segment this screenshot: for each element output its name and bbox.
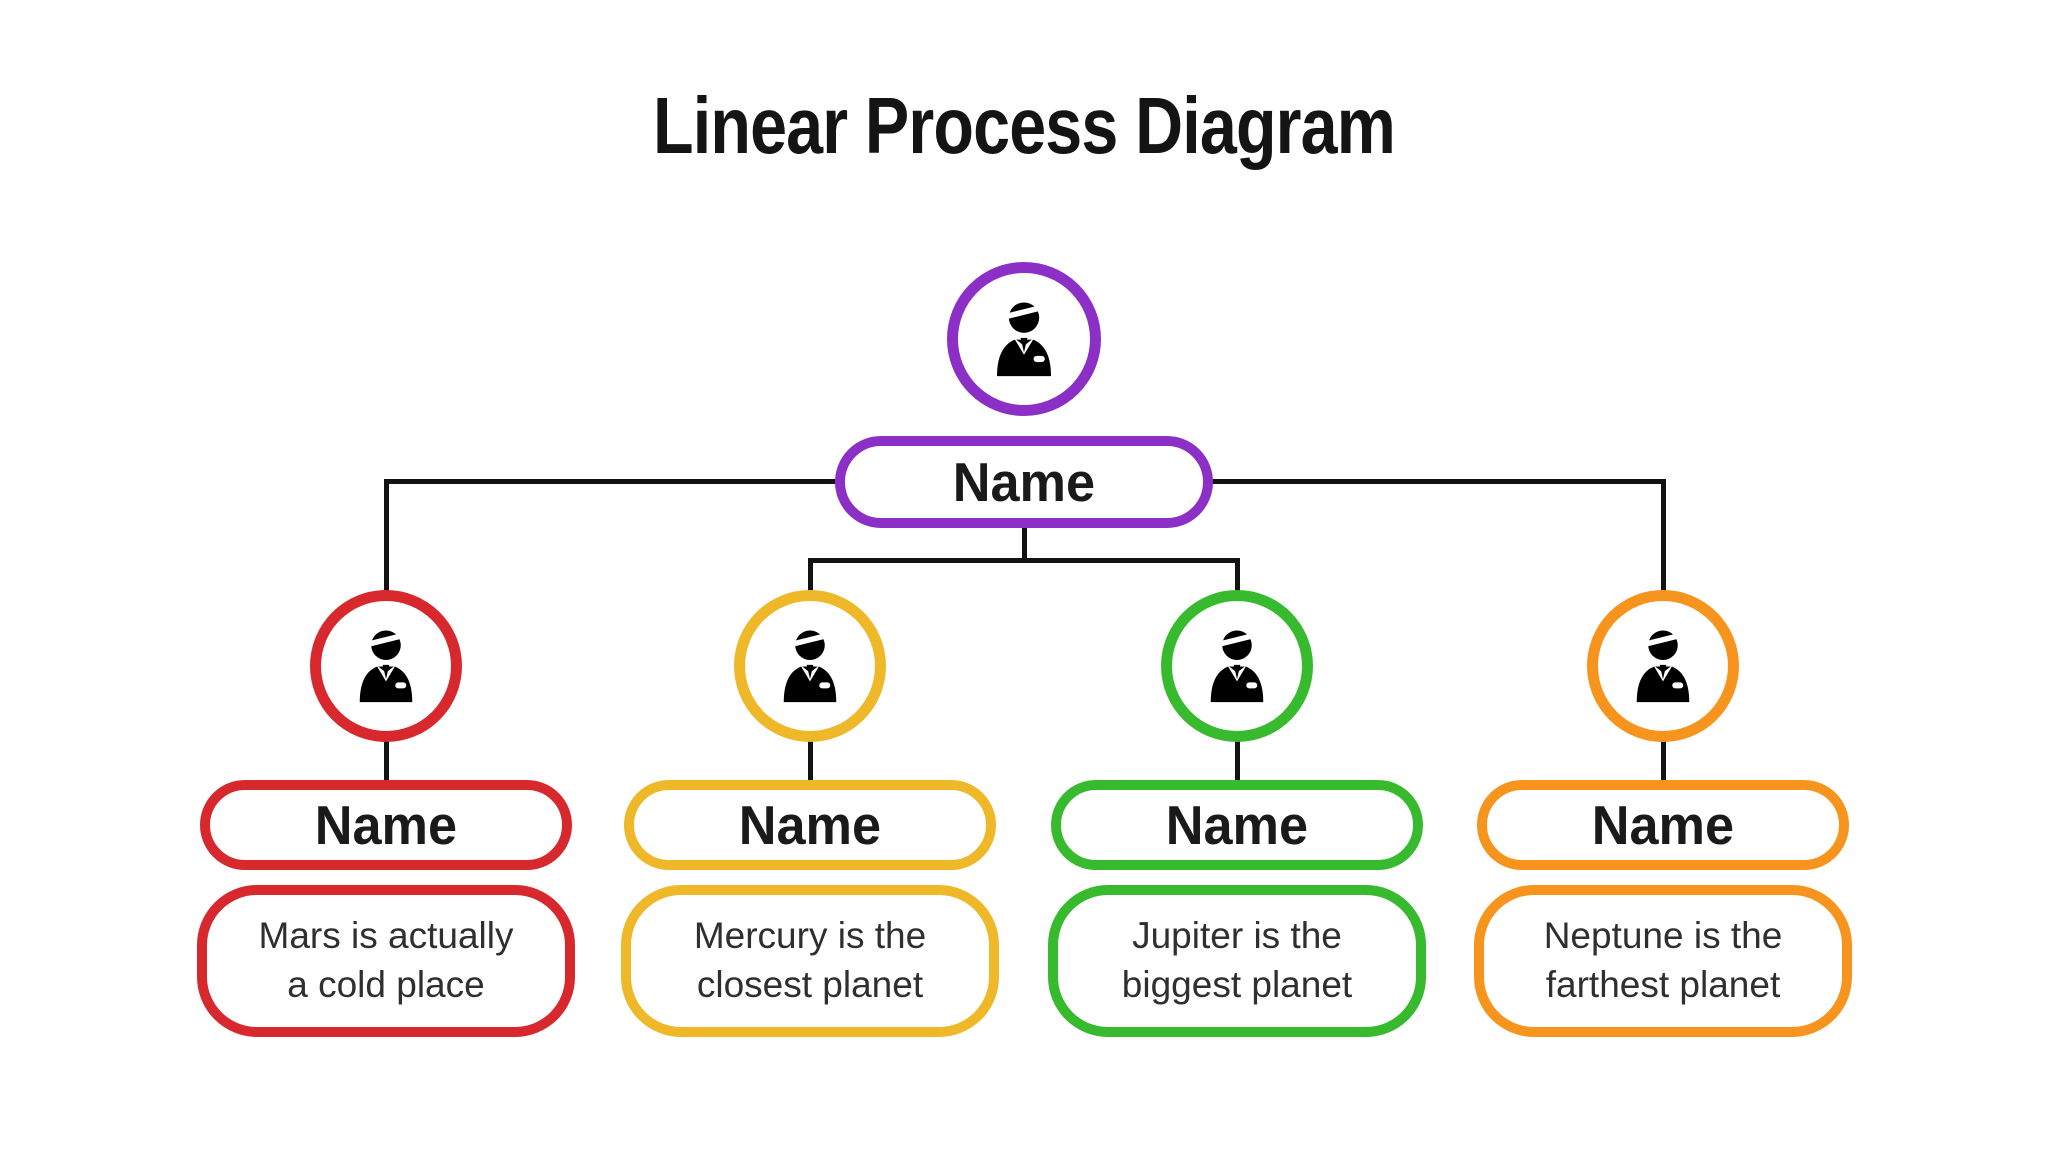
connector-root-drop bbox=[1022, 528, 1027, 563]
connector-left-vertical bbox=[384, 479, 389, 592]
businessman-icon bbox=[988, 299, 1060, 379]
description-text: Mercury is the closest planet bbox=[693, 915, 927, 1005]
description-text: Neptune is the farthest planet bbox=[1543, 915, 1783, 1005]
name-box: Name bbox=[1477, 780, 1849, 870]
connector-circle-to-name bbox=[808, 740, 813, 782]
connector-bracket-right-drop bbox=[1235, 558, 1240, 592]
description-text: Mars is actually a cold place bbox=[258, 915, 514, 1005]
description-text: Jupiter is the biggest planet bbox=[1121, 915, 1353, 1005]
businessman-icon bbox=[1202, 627, 1272, 705]
name-label: Name bbox=[314, 794, 458, 856]
person-circle bbox=[310, 590, 462, 742]
connector-right-horizontal bbox=[1211, 479, 1666, 484]
name-label: Name bbox=[738, 794, 882, 856]
name-box: Name bbox=[624, 780, 996, 870]
connector-circle-to-name bbox=[1661, 740, 1666, 782]
name-box: Name bbox=[1051, 780, 1423, 870]
description-box: Neptune is the farthest planet bbox=[1474, 885, 1852, 1037]
businessman-icon bbox=[351, 627, 421, 705]
description-box: Mercury is the closest planet bbox=[621, 885, 999, 1037]
root-person-circle bbox=[947, 262, 1101, 416]
person-circle bbox=[1161, 590, 1313, 742]
connector-circle-to-name bbox=[1235, 740, 1240, 782]
person-circle bbox=[734, 590, 886, 742]
name-label: Name bbox=[1591, 794, 1735, 856]
name-box: Name bbox=[200, 780, 572, 870]
businessman-icon bbox=[1628, 627, 1698, 705]
root-name-box: Name bbox=[835, 436, 1213, 528]
name-label: Name bbox=[1165, 794, 1309, 856]
connector-left-horizontal bbox=[384, 479, 837, 484]
businessman-icon bbox=[775, 627, 845, 705]
description-box: Mars is actually a cold place bbox=[197, 885, 575, 1037]
person-circle bbox=[1587, 590, 1739, 742]
diagram-title: Linear Process Diagram bbox=[0, 86, 2048, 166]
connector-circle-to-name bbox=[384, 740, 389, 782]
root-name-label: Name bbox=[952, 451, 1096, 513]
connector-bracket-left-drop bbox=[808, 558, 813, 592]
diagram-title-text: Linear Process Diagram bbox=[652, 81, 1396, 170]
connector-bracket-horizontal bbox=[808, 558, 1240, 563]
description-box: Jupiter is the biggest planet bbox=[1048, 885, 1426, 1037]
connector-right-vertical bbox=[1661, 479, 1666, 592]
